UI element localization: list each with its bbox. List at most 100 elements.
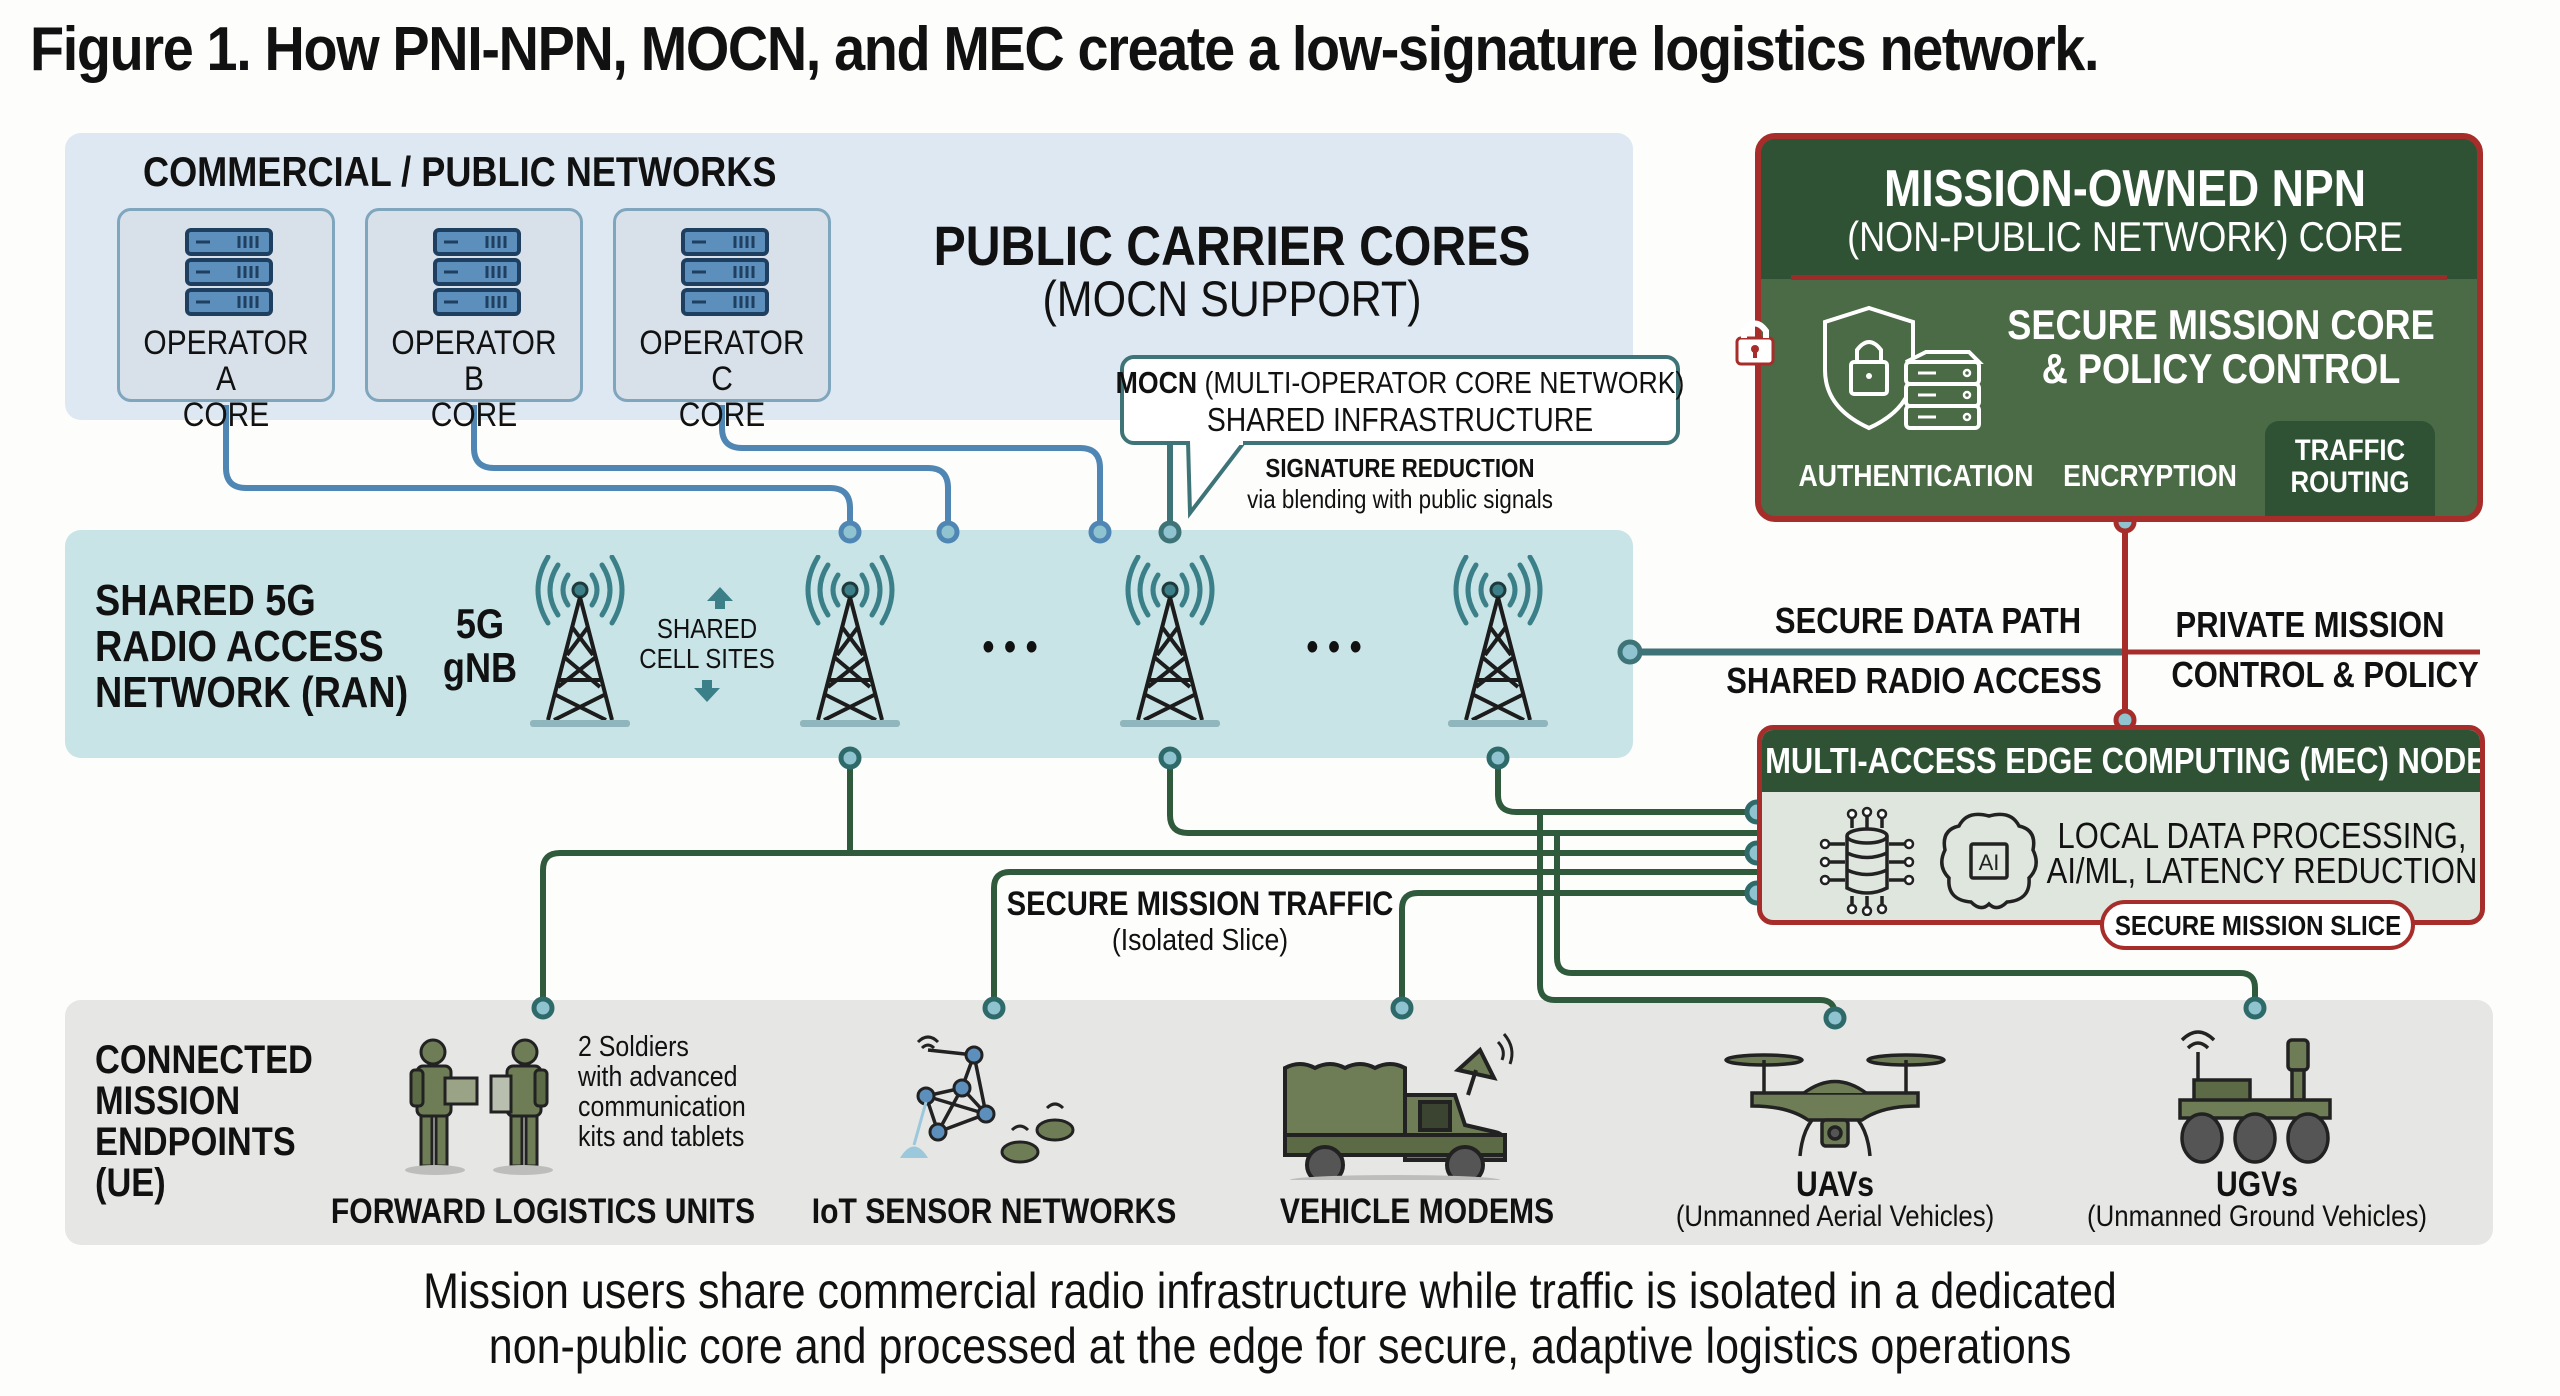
ugvs-label: UGVs xyxy=(2216,1165,2298,1204)
note-line: communication xyxy=(578,1091,746,1123)
wire-tower3 xyxy=(1167,758,1757,836)
npn-core-box[interactable]: MISSION-OWNED NPN (NON-PUBLIC NETWORK) C… xyxy=(1755,133,2483,522)
ugv-robot-icon[interactable] xyxy=(2172,1030,2342,1165)
mec-node-box[interactable]: MULTI-ACCESS EDGE COMPUTING (MEC) NODE A… xyxy=(1757,725,2485,925)
caption-line2: non-public core and processed at the edg… xyxy=(488,1318,2072,1374)
slice-label: SECURE MISSION SLICE xyxy=(2114,910,2402,941)
mocn-bold: MOCN xyxy=(1115,365,1198,400)
feature-encryption: ENCRYPTION xyxy=(2063,458,2237,493)
gnb-line: 5G xyxy=(455,600,505,647)
traffic-line1: TRAFFIC xyxy=(2294,434,2406,467)
npn-subtitle: (NON-PUBLIC NETWORK) CORE xyxy=(1847,213,2403,260)
server-rack-icon xyxy=(185,228,273,316)
ai-brain-icon: AI xyxy=(1940,812,2038,910)
shared-radio-access-label: SHARED RADIO ACCESS xyxy=(1726,660,2102,701)
public-carrier-cores-subtitle: (MOCN SUPPORT) xyxy=(1042,271,1422,327)
wire-operator-a xyxy=(223,405,853,532)
mocn-expansion: (MULTI-OPERATOR CORE NETWORK) xyxy=(1204,365,1685,400)
military-truck-icon[interactable] xyxy=(1280,1020,1555,1180)
signature-reduction-title: SIGNATURE REDUCTION xyxy=(1265,453,1535,483)
server-rack-icon xyxy=(433,228,521,316)
cell-tower-icon[interactable] xyxy=(520,555,640,730)
node-dot xyxy=(1158,520,1182,544)
wire-operator-c xyxy=(719,405,1103,532)
database-icon xyxy=(1819,806,1915,916)
vehicle-modems-label: VEHICLE MODEMS xyxy=(1279,1192,1555,1231)
node-dot xyxy=(838,746,862,770)
node-dot xyxy=(1088,520,1112,544)
forward-logistics-label: FORWARD LOGISTICS UNITS xyxy=(330,1192,756,1231)
wire-iot xyxy=(991,869,1757,1005)
wire-operator-b xyxy=(471,405,951,532)
operator-name: OPERATOR C xyxy=(639,324,805,398)
mec-title: MULTI-ACCESS EDGE COMPUTING (MEC) NODE xyxy=(1765,740,2485,781)
mec-desc-line2: AI/ML, LATENCY REDUCTION xyxy=(2046,850,2478,891)
wire-forward-logistics xyxy=(540,850,1757,1005)
shield-server-icon xyxy=(1823,305,1984,431)
ugvs-sub: (Unmanned Ground Vehicles) xyxy=(2087,1200,2427,1233)
caption-line1: Mission users share commercial radio inf… xyxy=(423,1263,2117,1319)
node-dot xyxy=(936,520,960,544)
ran-heading: SHARED 5G RADIO ACCESS NETWORK (RAN) xyxy=(95,578,408,716)
soldiers-note: 2 Soldiers with advanced communication k… xyxy=(578,1032,746,1152)
lock-icon xyxy=(1735,320,1775,366)
ran-heading-line: RADIO ACCESS xyxy=(95,622,384,671)
node-dot xyxy=(2243,996,2267,1020)
uavs-sub: (Unmanned Aerial Vehicles) xyxy=(1675,1200,1995,1233)
feature-authentication: AUTHENTICATION xyxy=(1798,458,2034,493)
control-policy-label: CONTROL & POLICY xyxy=(2171,654,2479,695)
mocn-shared-infra: SHARED INFRASTRUCTURE xyxy=(1206,401,1594,438)
ellipsis-2: • • • xyxy=(1306,625,1362,669)
secure-core-line2: & POLICY CONTROL xyxy=(2041,345,2401,392)
ran-heading-line: NETWORK (RAN) xyxy=(95,668,409,717)
operator-core: CORE xyxy=(678,396,766,434)
operator-core: CORE xyxy=(430,396,518,434)
traffic-line2: ROUTING xyxy=(2290,466,2410,499)
uav-drone-icon[interactable] xyxy=(1722,1048,1948,1158)
endpoints-heading-line: CONNECTED xyxy=(95,1038,313,1082)
wire-vehicle xyxy=(1399,890,1757,1005)
iot-sensor-networks-label: IoT SENSOR NETWORKS xyxy=(811,1192,1177,1231)
node-dot xyxy=(982,996,1006,1020)
shared-arrow-up-icon xyxy=(705,585,735,614)
uavs-label: UAVs xyxy=(1795,1165,1875,1204)
node-dot xyxy=(1158,746,1182,770)
endpoints-heading-line: (UE) xyxy=(95,1161,166,1205)
node-dot xyxy=(1486,746,1510,770)
cell-tower-icon[interactable] xyxy=(1438,555,1558,730)
wire-ugv xyxy=(1554,833,2258,1005)
ai-label: AI xyxy=(1979,850,2000,875)
private-mission-label: PRIVATE MISSION xyxy=(2175,604,2445,645)
node-dot xyxy=(838,520,862,544)
secure-mission-traffic-sub: (Isolated Slice) xyxy=(1111,922,1289,957)
shared-line: SHARED xyxy=(656,613,758,644)
soldiers-icon[interactable] xyxy=(395,1030,565,1180)
callout-pointer xyxy=(1186,441,1247,519)
endpoints-heading-line: ENDPOINTS xyxy=(95,1120,296,1164)
secure-data-path-label: SECURE DATA PATH xyxy=(1774,600,2082,641)
endpoints-heading: CONNECTED MISSION ENDPOINTS (UE) xyxy=(95,1040,313,1204)
shared-arrow-down-icon xyxy=(692,680,722,709)
gnb-label: 5G gNB xyxy=(443,602,517,690)
shared-cell-sites-label: SHARED CELL SITES xyxy=(639,614,775,674)
figure-title: Figure 1. How PNI-NPN, MOCN, and MEC cre… xyxy=(30,15,2100,84)
iot-sensor-network-icon[interactable] xyxy=(890,1030,1110,1180)
commercial-heading: COMMERCIAL / PUBLIC NETWORKS xyxy=(143,148,777,195)
secure-core-line1: SECURE MISSION CORE xyxy=(2007,301,2435,348)
operator-name: OPERATOR B xyxy=(391,324,557,398)
note-line: kits and tablets xyxy=(578,1121,745,1153)
gnb-line: gNB xyxy=(442,644,518,691)
cell-tower-icon[interactable] xyxy=(790,555,910,730)
note-line: 2 Soldiers xyxy=(578,1031,689,1063)
shared-line: CELL SITES xyxy=(639,643,775,674)
ellipsis-1: • • • xyxy=(982,625,1038,669)
operator-name: OPERATOR A xyxy=(143,324,309,398)
cell-tower-icon[interactable] xyxy=(1110,555,1230,730)
secure-mission-traffic-title: SECURE MISSION TRAFFIC xyxy=(1006,885,1394,923)
signature-reduction-sub: via blending with public signals xyxy=(1247,484,1553,514)
ran-heading-line: SHARED 5G xyxy=(95,576,316,625)
note-line: with advanced xyxy=(578,1061,738,1093)
